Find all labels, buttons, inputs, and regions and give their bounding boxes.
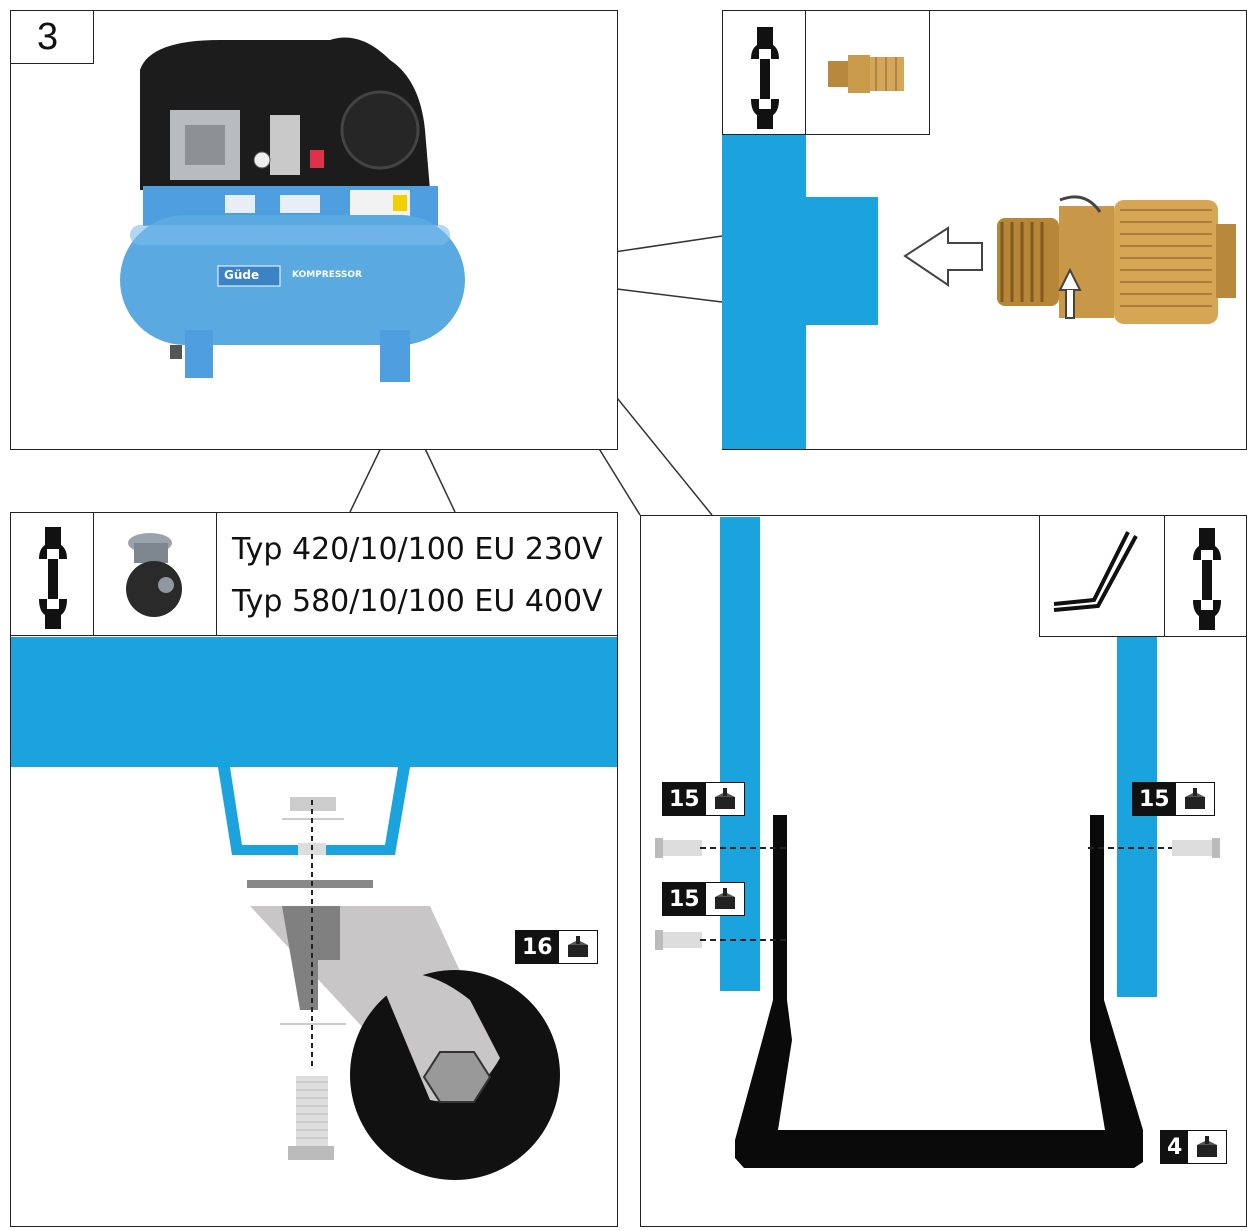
parts-box-icon: [706, 883, 744, 915]
part-badge-4: 4: [1160, 1130, 1228, 1164]
parts-box-icon: [559, 931, 597, 963]
type-line-2: Typ 580/10/100 EU 400V: [232, 584, 603, 619]
part-badge-number: 16: [516, 931, 559, 963]
handle-tool-cell: [1164, 515, 1247, 637]
part-badge-15-left-bottom: 15: [662, 882, 745, 916]
handle-part-icon: [1053, 531, 1138, 612]
coupling-part-icon: [828, 55, 904, 93]
part-badge-number: 15: [1133, 783, 1176, 815]
caster-wheel-icon: [126, 533, 182, 617]
wrench-icon: [751, 27, 779, 129]
step-number: 3: [10, 10, 94, 64]
parts-box-icon: [1176, 783, 1214, 815]
wrench-icon: [1193, 528, 1221, 630]
type-line-1: Typ 420/10/100 EU 230V: [232, 532, 603, 567]
caster-tool-cell: [10, 512, 94, 636]
part-badge-number: 15: [663, 883, 706, 915]
compressor-product-label: KOMPRESSOR: [292, 270, 362, 280]
handle-part-cell: [1039, 515, 1165, 637]
caster-part-cell: [93, 512, 217, 636]
tool-cell: [722, 10, 806, 135]
compressor-brand-label: Güde: [224, 268, 260, 282]
part-cell: [805, 10, 930, 135]
overview-panel: [10, 10, 618, 450]
part-badge-number: 15: [663, 783, 706, 815]
parts-box-icon: [1188, 1131, 1226, 1163]
part-badge-15-left-top: 15: [662, 782, 745, 816]
type-cell: [216, 512, 618, 636]
part-badge-15-right: 15: [1132, 782, 1215, 816]
parts-box-icon: [706, 783, 744, 815]
part-badge-number: 4: [1161, 1131, 1189, 1163]
wrench-icon: [39, 527, 67, 629]
part-badge-16: 16: [515, 930, 598, 964]
